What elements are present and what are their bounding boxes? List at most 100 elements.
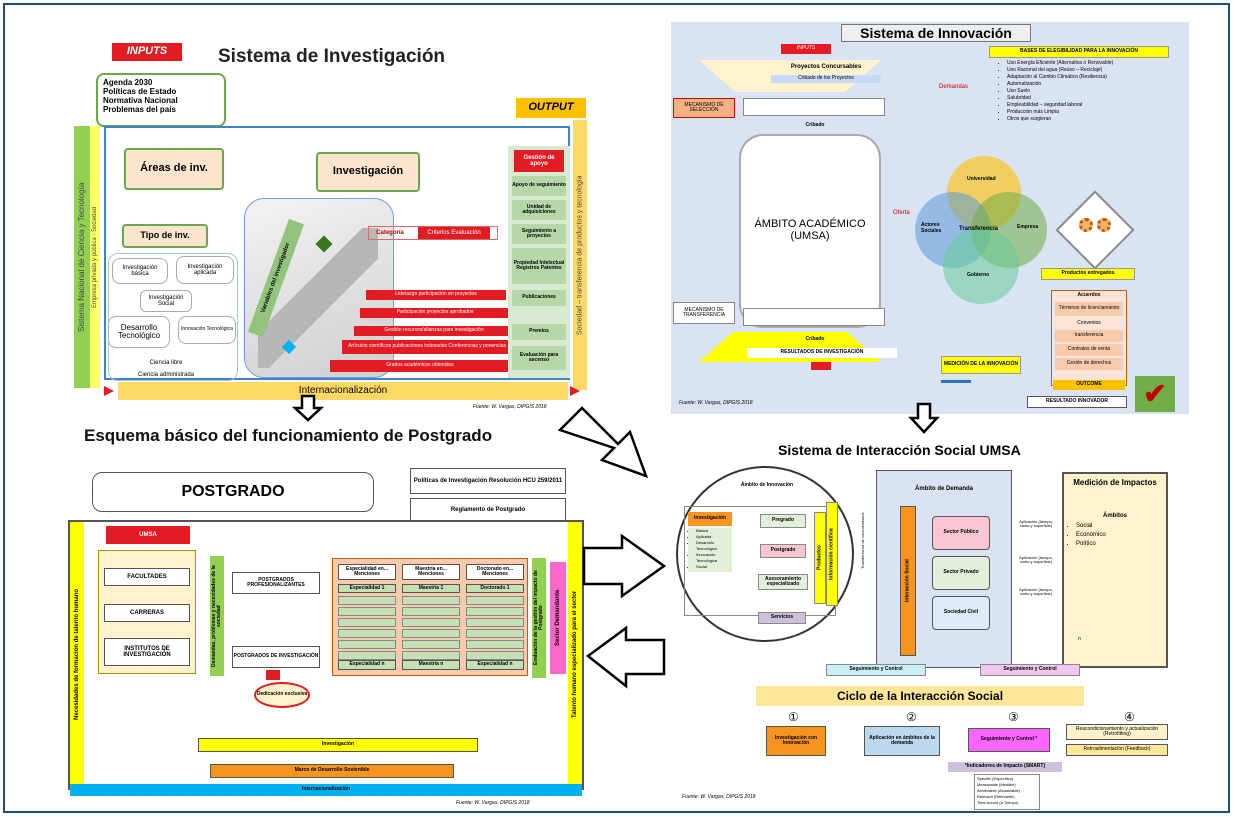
agenda-item: Normativa Nacional xyxy=(103,96,178,105)
side-item: Seguimiento a proyectos xyxy=(512,224,566,244)
inv-list-item: Desarrollo Tecnológico xyxy=(696,540,732,552)
ambito-item: Social xyxy=(1076,522,1158,531)
bases-header: BASES DE ELEGIBILIDAD PARA LA INNOVACIÓN xyxy=(989,46,1169,58)
program-row xyxy=(466,618,524,627)
ciencia-admin: Ciencia administrada xyxy=(137,371,195,378)
bases-item: Empleabilidad – seguridad laboral xyxy=(1007,102,1169,109)
program-row xyxy=(466,596,524,605)
panel-title: Esquema básico del funcionamiento de Pos… xyxy=(84,426,493,445)
ambito-item-n: n xyxy=(1078,636,1081,642)
ciclo-step-4b: Retroalimentación (Feedback) xyxy=(1066,744,1168,756)
acuerdo-item: Términos de licenciamiento xyxy=(1055,302,1123,316)
acuerdos-label: Acuerdos xyxy=(1077,292,1101,299)
outer-frame xyxy=(3,3,1230,813)
program-top: Especialidad 1 xyxy=(338,584,396,593)
transferencia-label: Transferencia de conocimientos xyxy=(859,512,865,570)
shapes-row xyxy=(743,98,885,116)
program-bottom: Maestría n xyxy=(402,660,460,670)
productos-box: Productos entregados xyxy=(1041,268,1135,280)
internacional-bar: Internacionalización xyxy=(70,784,582,796)
pregrado-box: Pregrado xyxy=(760,514,806,528)
inv-basica: Investigación básica xyxy=(112,258,168,284)
bases-item: Uso Energía Eficiente (Alternativa o Ren… xyxy=(1007,60,1169,67)
inv-social: Investigación Social xyxy=(140,290,192,312)
gear-icon xyxy=(1097,218,1111,232)
program-row xyxy=(402,596,460,605)
program-header: Especialidad en... Menciones xyxy=(338,564,396,580)
desarrollo-tec: Desarrollo Tecnológico xyxy=(108,316,170,348)
innovation-icons xyxy=(1043,196,1143,214)
seguimiento-bar: Seguimiento y Control xyxy=(826,664,926,676)
bases-item: Salubridad xyxy=(1007,95,1169,102)
checkmark-icon: ✔ xyxy=(1135,376,1175,412)
agenda-item: Políticas de Estado xyxy=(103,87,177,96)
program-header: Maestría en... Menciones xyxy=(402,564,460,580)
ciclo-step-3: Seguimiento y Control * xyxy=(968,728,1050,752)
bases-item: Otros que surgieran xyxy=(1007,116,1169,123)
cribado-de-label: Cribado de los Proyectos xyxy=(771,75,881,83)
investigacion-box: Investigación xyxy=(316,152,420,192)
ciclo-title: Ciclo de la Interacción Social xyxy=(756,686,1084,706)
criterios-label: Criterios Evaluación xyxy=(418,227,490,239)
aplicacion-label: Aplicación (tiempo, costo y superficie) xyxy=(1019,518,1053,528)
mecanismo-sel: MECANISMO DE SELECCIÓN xyxy=(673,98,735,118)
postgrado-box: POSTGRADO xyxy=(92,472,374,512)
aplicacion-label: Aplicación (tiempo, costo y superficie) xyxy=(1019,586,1053,596)
bases-item: Uso Racional del agua (Reúso – Reciclaje… xyxy=(1007,67,1169,74)
mecanismo-trans: MECANISMO DE TRANSFERENCIA xyxy=(673,302,735,324)
category-box xyxy=(368,226,498,240)
right-yellow-bar xyxy=(573,120,587,390)
panel-title: Sistema de Innovación xyxy=(841,24,1031,42)
program-row xyxy=(466,651,524,660)
acuerdo-item: transferencia xyxy=(1055,330,1123,342)
servicios-box: Servicios xyxy=(758,612,806,624)
output-label: OUTPUT xyxy=(516,98,586,118)
inv-list-item: Básica xyxy=(696,528,732,534)
ambitos-label: Ámbitos xyxy=(1103,512,1127,519)
side-item: Apoyo de seguimiento xyxy=(512,176,566,196)
bases-list: Uso Energía Eficiente (Alternativa o Ren… xyxy=(999,60,1169,132)
productos-bar: Productos xyxy=(814,512,826,604)
blue-arrow xyxy=(941,380,971,383)
shapes-row-2 xyxy=(743,308,885,326)
politicas-box: Políticas de Investigación Resolución HC… xyxy=(410,468,566,494)
side-item: Propiedad Intelectual Registros Patentes xyxy=(512,248,566,284)
step-number: ② xyxy=(906,710,917,724)
left-green-bar xyxy=(74,126,90,388)
program-header: Doctorado en... Menciones xyxy=(466,564,524,580)
inputs-label: INPUTS xyxy=(112,43,182,61)
step-number: ④ xyxy=(1124,710,1135,724)
innovation-circle xyxy=(676,466,854,642)
program-row xyxy=(466,607,524,616)
investigacion-bar: Investigación xyxy=(198,738,478,752)
areas-box: Áreas de inv. xyxy=(124,148,224,190)
panel-investigacion: INPUTS Sistema de Investigación Agenda 2… xyxy=(68,28,588,420)
internacional-bar: Internacionalización xyxy=(118,382,568,400)
carreras-box: CARRERAS xyxy=(104,604,190,622)
red-criterion: Liderazgo participación en proyectos xyxy=(366,290,506,300)
acuerdo-item: Contratos de venta xyxy=(1055,344,1123,356)
source-note: Fuente: W. Vargas, DIPGIS 2018 xyxy=(473,404,547,410)
categoria-label: Categoría xyxy=(376,229,404,236)
venn-label: Gobierno xyxy=(967,272,990,278)
source-note: Fuente: W. Vargas, DIPGIS 2018 xyxy=(679,400,753,406)
ambito-inn-label: Ámbito de Innovación xyxy=(740,482,794,489)
source-note: Fuente: W. Vargas, DIPGIS 2018 xyxy=(456,800,530,806)
inputs-label: INPUTS xyxy=(781,44,831,54)
reglamento-box: Reglamento de Postgrado xyxy=(410,498,566,522)
venn-label: Universidad xyxy=(967,176,996,182)
program-row xyxy=(402,640,460,649)
panel-title: Sistema de Interacción Social UMSA xyxy=(778,442,1021,458)
left-yellow-bar xyxy=(90,126,100,388)
venn-label: Actores Sociales xyxy=(921,222,942,234)
inv-list-box: Básica Aplicada Desarrollo Tecnológico I… xyxy=(688,528,732,572)
umsa-box: UMSA xyxy=(106,526,190,544)
smart-item: Measurable (Medible) xyxy=(977,782,1016,787)
cribado2-label: Cribado xyxy=(805,336,825,343)
side-item: Publicaciones xyxy=(512,290,566,306)
asesoramiento-box: Asesoramiento especializado xyxy=(758,574,808,590)
ciencia-libre: Ciencia libre xyxy=(149,359,183,366)
medicion-box: MEDICIÓN DE LA INNOVACIÓN xyxy=(941,356,1021,374)
ciclo-step-2: Aplicación en ámbitos de la demanda xyxy=(864,726,940,756)
interaccion-bar: Interacción Social xyxy=(900,506,916,656)
